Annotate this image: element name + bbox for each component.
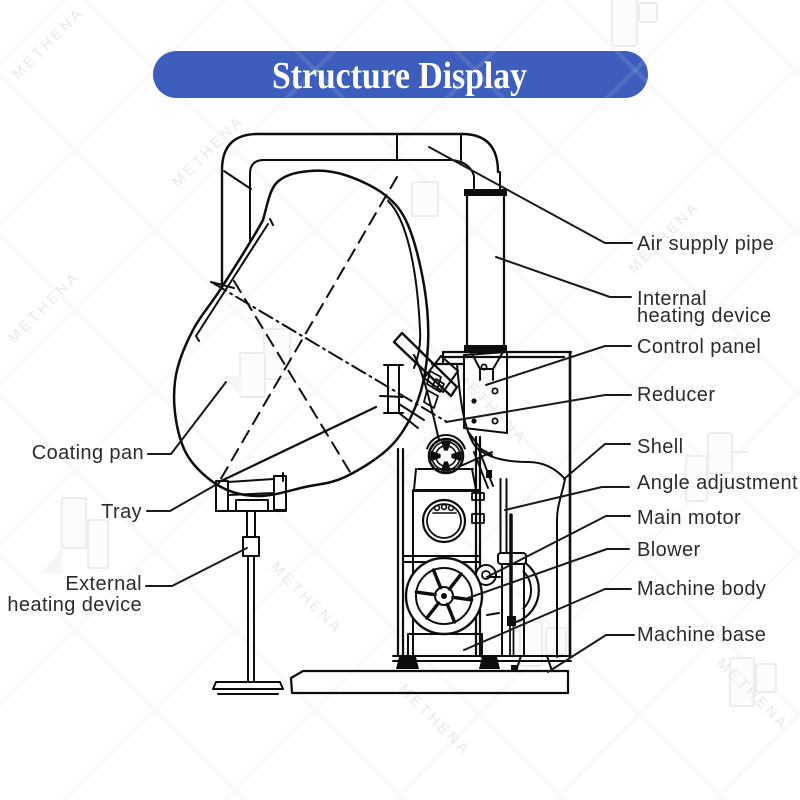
svg-text:Control panel: Control panel	[637, 336, 761, 358]
svg-text:Air supply pipe: Air supply pipe	[637, 233, 774, 255]
svg-text:Shell: Shell	[637, 436, 683, 458]
svg-text:heating device: heating device	[637, 305, 772, 327]
svg-text:Main motor: Main motor	[637, 507, 741, 529]
svg-text:Machine body: Machine body	[637, 578, 766, 600]
svg-text:Angle adjustment: Angle adjustment	[637, 472, 798, 494]
svg-text:Tray: Tray	[101, 501, 142, 523]
svg-text:External: External	[65, 573, 142, 595]
svg-text:Coating pan: Coating pan	[32, 442, 144, 464]
svg-text:heating device: heating device	[7, 594, 142, 616]
svg-text:Blower: Blower	[637, 539, 701, 561]
svg-text:Reducer: Reducer	[637, 384, 715, 406]
svg-text:Machine base: Machine base	[637, 624, 766, 646]
svg-text:Internal: Internal	[637, 288, 707, 310]
svg-text:Structure Display: Structure Display	[272, 55, 527, 97]
